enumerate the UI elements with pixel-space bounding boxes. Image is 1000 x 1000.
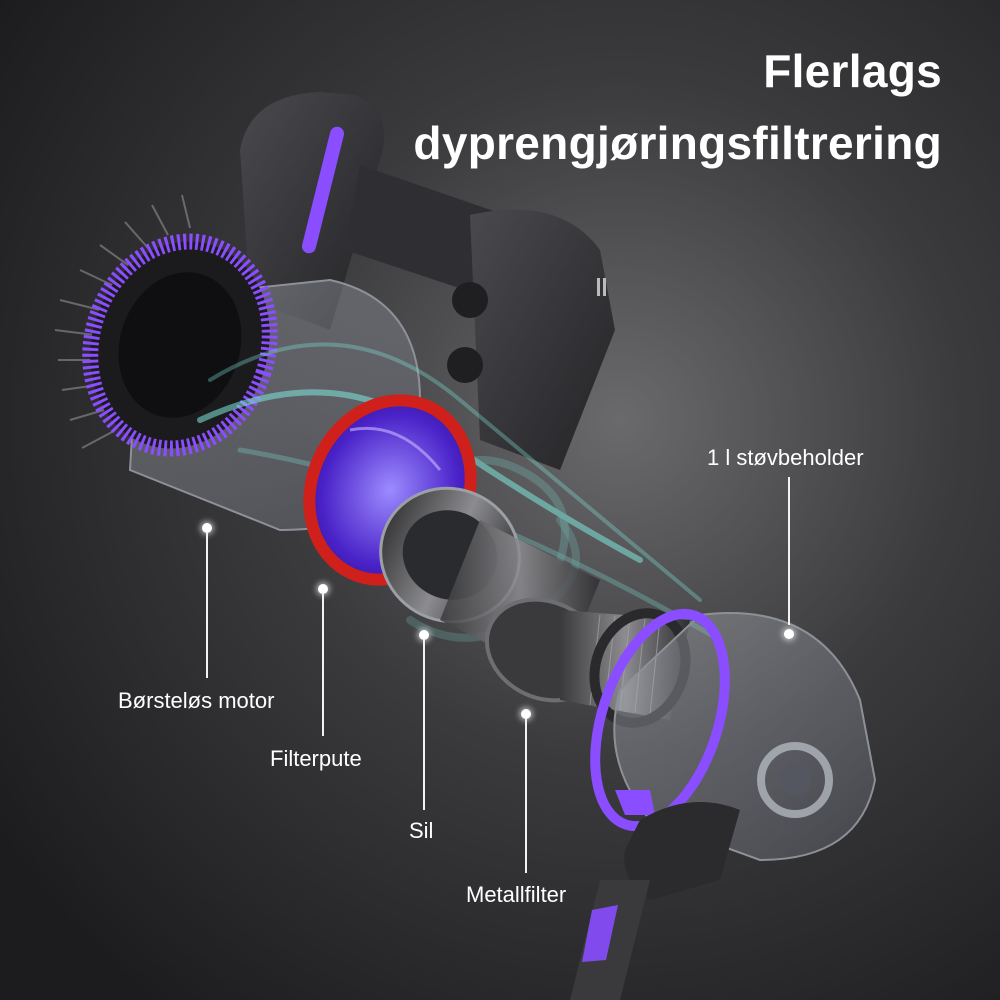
- leader-line-filter-pad: [322, 594, 324, 736]
- motion-lines: [54, 194, 191, 449]
- leader-line-metal-filter: [525, 719, 527, 873]
- callout-dot-filter-pad: [318, 584, 328, 594]
- callout-label-metal-filter: Metallfilter: [466, 882, 567, 907]
- dust-container: [590, 608, 877, 862]
- lower-tube: [570, 802, 740, 1000]
- callout-label-motor: Børsteløs motor: [118, 688, 275, 713]
- headline-line-2: dyprengjøringsfiltrering: [413, 117, 942, 169]
- leader-line-dust-container: [788, 477, 790, 625]
- handle: [240, 92, 615, 470]
- callout-label-filter-pad: Filterpute: [270, 746, 362, 771]
- callout-dot-motor: [202, 523, 212, 533]
- callout-dot-strainer: [419, 630, 429, 640]
- headline-line-1: Flerlags: [763, 45, 942, 97]
- leader-line-strainer: [423, 640, 425, 810]
- callout-label-strainer: Sil: [409, 818, 434, 843]
- callout-dot-dust-container: [784, 629, 794, 639]
- callout-label-dust-container: 1 l støvbeholder: [707, 445, 864, 470]
- motor-intake: [82, 233, 278, 457]
- leader-line-motor: [206, 533, 208, 678]
- callout-dot-metal-filter: [521, 709, 531, 719]
